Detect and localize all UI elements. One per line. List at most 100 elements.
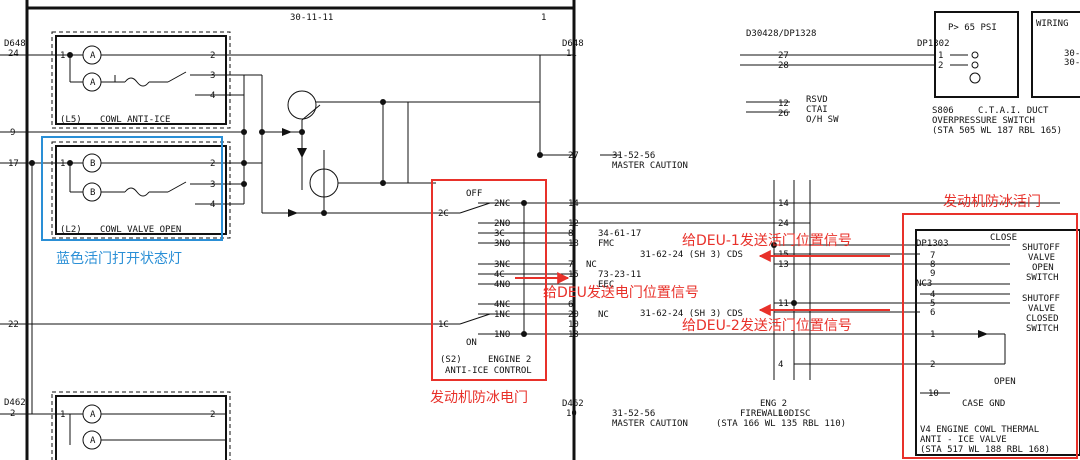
- fw-p13: 13: [778, 260, 789, 270]
- s2-label: (S2): [440, 355, 462, 365]
- case-gnd: CASE GND: [962, 399, 1005, 409]
- mc-pin27: 27: [568, 151, 579, 161]
- s2-contact-2nc: 2NC: [494, 199, 510, 209]
- s806-desc: C.T.A.I. DUCT: [978, 106, 1049, 116]
- cds2-ref: 31-62-24 (SH 3) CDS: [640, 309, 743, 319]
- d30428-p26: 26: [778, 109, 789, 119]
- s806-label: S806: [932, 106, 954, 116]
- sw2-line1: SHUTOFF: [1022, 294, 1060, 304]
- cds1-ref: 31-62-24 (SH 3) CDS: [640, 250, 743, 260]
- psi-label: P> 65 PSI: [948, 23, 997, 33]
- dp1303-pin6: 6: [930, 308, 935, 318]
- s2-contact-1no: 1NO: [494, 330, 510, 340]
- bottom-relay-pin2: 2: [210, 410, 215, 420]
- dp1303-pin4: 4: [930, 290, 935, 300]
- fw-p11: 11: [778, 299, 789, 309]
- d30428-p27: 27: [778, 51, 789, 61]
- dp1303-pin5: 5: [930, 299, 935, 309]
- dp1303-pin9: 9: [930, 269, 935, 279]
- s2-off: OFF: [466, 189, 482, 199]
- lamp-b-lower: B: [90, 188, 95, 198]
- engine-switch-highlight: [431, 179, 547, 381]
- l5-pin1: 1: [60, 51, 65, 61]
- wire-8: 8: [568, 229, 573, 239]
- s2-1c: 1C: [438, 320, 449, 330]
- fw-p14: 14: [778, 199, 789, 209]
- bottom-lamp-a: A: [90, 410, 96, 420]
- dp1303-pin7: 7: [930, 251, 935, 261]
- s2-contact-4c: 4C: [494, 270, 505, 280]
- lamp-b-upper: B: [90, 159, 95, 169]
- l5-pin4: 4: [210, 91, 215, 101]
- dp1303-open: OPEN: [994, 377, 1016, 387]
- d30428-p12: 12: [778, 99, 789, 109]
- d648-pin11: 11: [566, 49, 577, 59]
- pin-24-label: 24: [8, 49, 19, 59]
- d462-center-label: D462: [562, 399, 584, 409]
- nc1-text: NC: [586, 260, 597, 270]
- wiring-label: WIRING: [1036, 19, 1069, 29]
- dp1303-pin8: 8: [930, 260, 935, 270]
- d30428-label: D30428/DP1328: [746, 29, 816, 39]
- mc2-ref: 31-52-56: [612, 409, 655, 419]
- engine-switch-annotation: 发动机防冰电门: [430, 390, 528, 406]
- sw1-line3: OPEN: [1032, 263, 1054, 273]
- s806-pin1: 1: [938, 51, 943, 61]
- wire-10: 10: [568, 320, 579, 330]
- wiring-sub1: 30-: [1064, 49, 1080, 59]
- ohsw-label: O/H SW: [806, 115, 839, 125]
- dp1303-pin1: 1: [930, 330, 935, 340]
- blue-lamp-highlight: [41, 136, 223, 241]
- l5-pin3: 3: [210, 71, 215, 81]
- fmc-ref: 34-61-17: [598, 229, 641, 239]
- l2-name: COWL VALVE OPEN: [100, 225, 181, 235]
- dp1303-label: DP1303: [916, 239, 949, 249]
- pin-22-label: 22: [8, 320, 19, 330]
- mc2-text: MASTER CAUTION: [612, 419, 688, 429]
- s2-name1: ENGINE 2: [488, 355, 531, 365]
- eec-ref: 73-23-11: [598, 270, 641, 280]
- eec-text: EEC: [598, 280, 614, 290]
- sw2-line2: VALVE: [1028, 304, 1055, 314]
- blue-lamp-annotation: 蓝色活门打开状态灯: [56, 250, 182, 267]
- s2-contact-3c: 3C: [494, 229, 505, 239]
- ctai-label: CTAI: [806, 105, 828, 115]
- deu1-annotation: 给DEU-1发送活门位置信号: [682, 233, 852, 249]
- s2-contact-1nc: 1NC: [494, 310, 510, 320]
- s2-contact-3nc: 3NC: [494, 260, 510, 270]
- sw1-line1: SHUTOFF: [1022, 243, 1060, 253]
- wire-15: 15: [568, 270, 579, 280]
- wire-12: 12: [568, 219, 579, 229]
- fw-p4: 4: [778, 360, 783, 370]
- wiring-sub2: 30-: [1064, 58, 1080, 68]
- rsvd-label: RSVD: [806, 95, 828, 105]
- d648-center-label: D648: [562, 39, 584, 49]
- d30428-p28: 28: [778, 61, 789, 71]
- sw2-line3: CLOSED: [1026, 314, 1059, 324]
- s806-desc2: OVERPRESSURE SWITCH: [932, 116, 1035, 126]
- l2-pin3: 3: [210, 180, 215, 190]
- nc2-text: NC: [598, 310, 609, 320]
- fw-p10: 10: [778, 409, 789, 419]
- v4-line3: (STA 517 WL 188 RBL 168): [920, 445, 1050, 455]
- engine-valve-highlight: [902, 213, 1078, 459]
- s2-name2: ANTI-ICE CONTROL: [445, 366, 532, 376]
- s2-on: ON: [466, 338, 477, 348]
- pin-9-label: 9: [10, 128, 15, 138]
- lamp-a-upper: A: [90, 51, 96, 61]
- sw1-line4: SWITCH: [1026, 273, 1059, 283]
- diagram-ref: 30-11-11: [290, 13, 333, 23]
- fw-name3: (STA 166 WL 135 RBL 110): [716, 419, 846, 429]
- bottom-lamp-b: A: [90, 436, 96, 446]
- l2-pin4: 4: [210, 200, 215, 210]
- deu2-annotation: 给DEU-2发送活门位置信号: [682, 318, 852, 334]
- engine-valve-annotation: 发动机防冰活门: [943, 194, 1041, 210]
- wire-6: 6: [568, 300, 573, 310]
- wire-20: 20: [568, 310, 579, 320]
- deu-elec-annotation: 给DEU发送电门位置信号: [543, 285, 699, 301]
- wire-18: 18: [568, 239, 579, 249]
- fw-p24: 24: [778, 219, 789, 229]
- page-tag: 1: [541, 13, 546, 23]
- l5-pin2: 2: [210, 51, 215, 61]
